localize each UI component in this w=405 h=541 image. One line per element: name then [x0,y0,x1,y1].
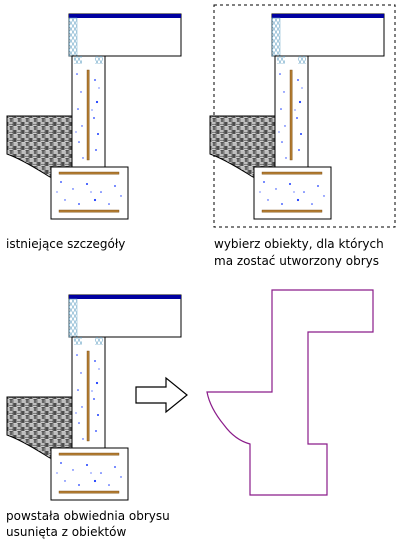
outline-contour [206,289,374,496]
caption-select-line2: ma zostać utworzony obrys [214,254,380,268]
caption-select-line1: wybierz obiekty, dla których [214,237,384,251]
caption-result-line1: powstała obwiednia obrysu [6,509,170,523]
right-arrow-icon [135,376,188,414]
caption-result-line2: usunięta z obiektów [6,525,127,539]
detail-selected [209,13,385,220]
caption-existing: istniejące szczegóły [6,237,126,251]
detail-existing [6,13,182,220]
selection-box [213,4,396,228]
